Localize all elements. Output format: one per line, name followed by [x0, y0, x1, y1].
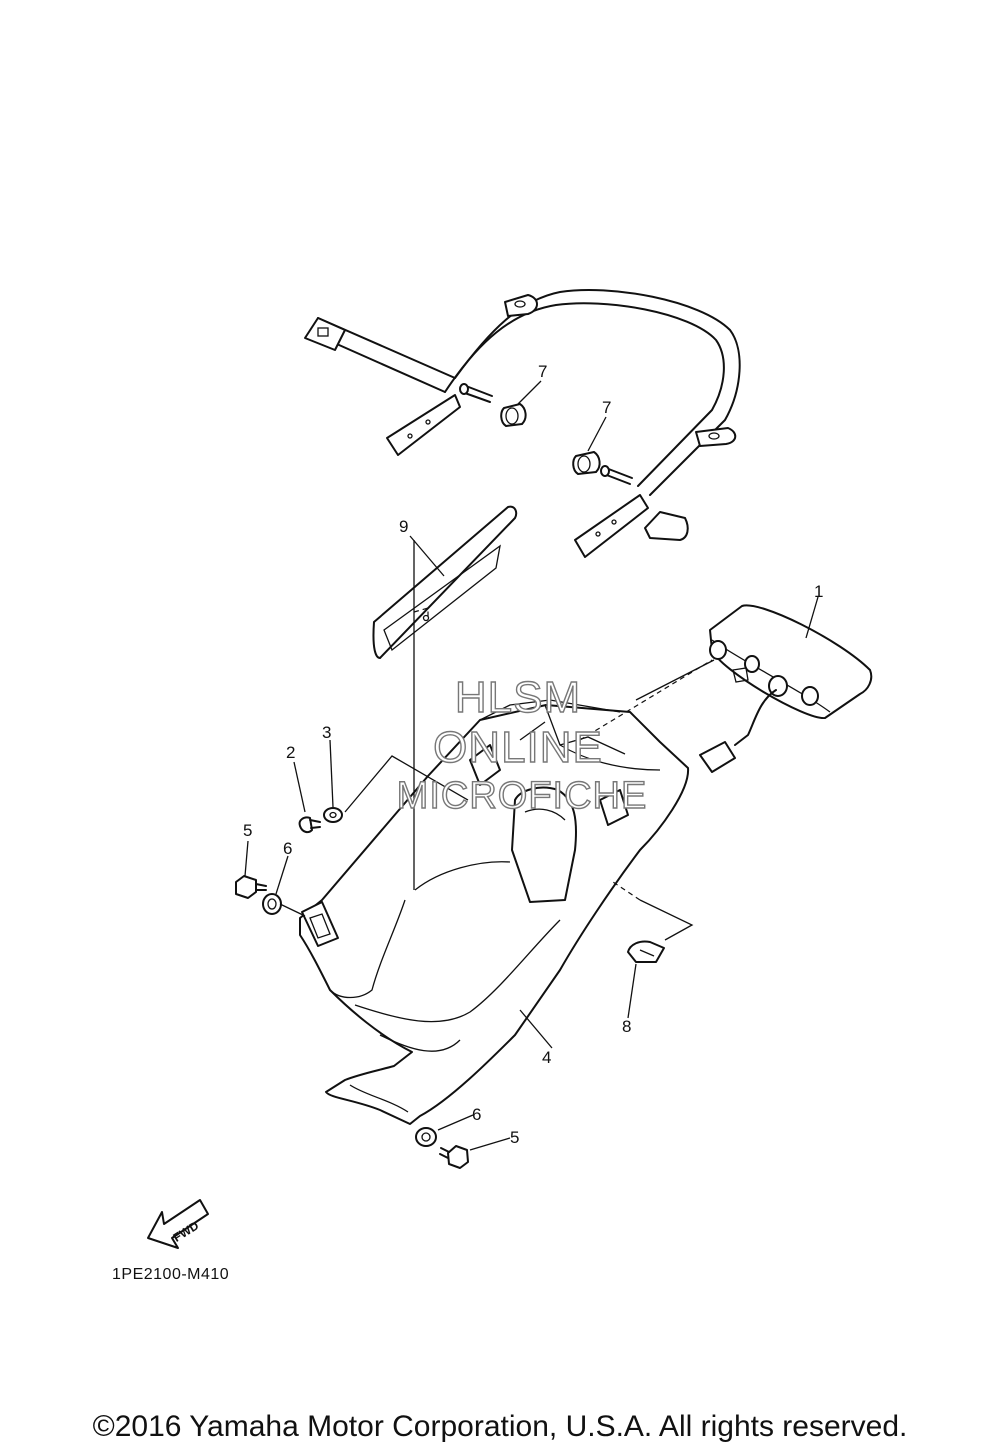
grab-bar: [304, 289, 741, 558]
tail-light-part-1: [699, 604, 873, 773]
callout-9: 9: [399, 517, 408, 536]
watermark-line-2: ONLINE: [433, 723, 603, 772]
watermark-line-3: MICROFICHE: [397, 775, 648, 817]
callout-8: 8: [622, 1017, 631, 1036]
callout-7a: 7: [538, 362, 547, 381]
callout-3: 3: [322, 723, 331, 742]
callout-4: 4: [542, 1048, 551, 1067]
grommet-part-7-lower: [572, 451, 601, 475]
callout-1: 1: [814, 582, 823, 601]
callout-2: 2: [286, 743, 295, 762]
callout-5-upper: 5: [243, 821, 252, 840]
watermark-line-1: HLSM: [455, 673, 581, 722]
collar-part-6-upper: [262, 893, 282, 915]
fwd-arrow-icon: FWD: [147, 1199, 209, 1249]
bolt-part-5-upper: [235, 875, 267, 899]
collar-part-6-lower: [415, 1127, 437, 1147]
clip-part-8: [627, 940, 665, 963]
drawing-code: 1PE2100-M410: [112, 1266, 230, 1283]
label-part-9: [372, 505, 518, 659]
callout-6-upper: 6: [283, 839, 292, 858]
leader-lines: [244, 380, 819, 1151]
callout-7b: 7: [602, 398, 611, 417]
grommet-part-7-upper: [500, 403, 527, 427]
washer-part-3: [323, 807, 343, 823]
callout-6-lower: 6: [472, 1105, 481, 1124]
copyright-notice: ©2016 Yamaha Motor Corporation, U.S.A. A…: [92, 1410, 908, 1443]
rear-fender-part-4: [299, 699, 690, 1125]
watermark: HLSM ONLINE MICROFICHE: [396, 672, 648, 817]
bolt-part-5-lower: [439, 1145, 469, 1169]
callout-5-lower: 5: [510, 1128, 519, 1147]
screw-part-2: [298, 816, 321, 834]
